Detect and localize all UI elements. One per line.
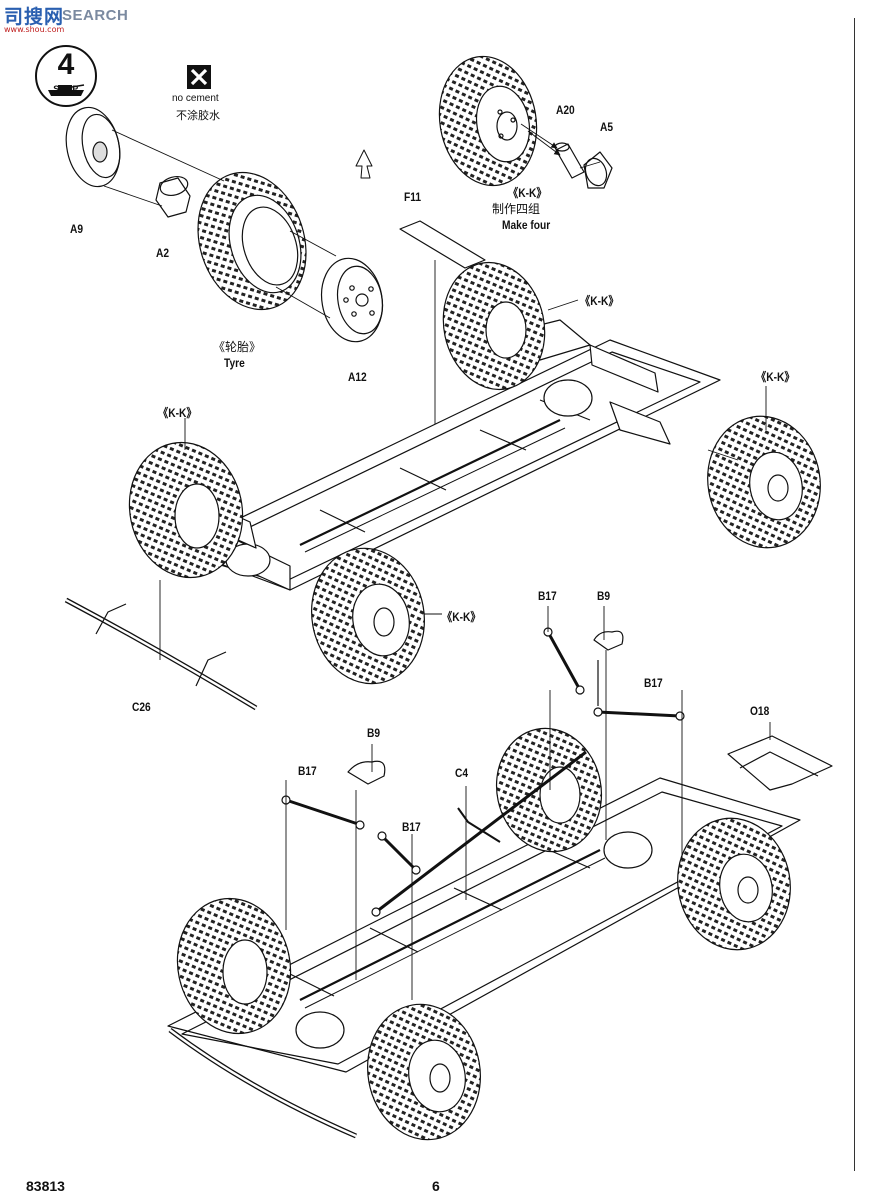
label-b17-4: B17 xyxy=(402,820,421,834)
wheel-group-cn: 制作四组 xyxy=(492,202,541,216)
label-b9-1: B9 xyxy=(597,589,611,603)
no-cement-icon xyxy=(186,64,212,90)
part-a2-hub xyxy=(155,175,191,218)
page-frame xyxy=(14,18,855,1171)
step-word: STEP xyxy=(53,84,79,94)
site-watermark: 司搜网 SEARCH www.shou.com xyxy=(4,2,164,34)
label-c26: C26 xyxy=(132,700,151,714)
wheel-top-right xyxy=(438,55,538,187)
lower-wheel-rear-right xyxy=(677,817,791,951)
chassis-wheel-rear-right xyxy=(707,415,821,549)
label-b9-2: B9 xyxy=(367,726,381,740)
label-b17-3: B17 xyxy=(298,764,317,778)
part-f11-plate xyxy=(399,220,486,269)
part-a20-shaft xyxy=(554,142,585,179)
watermark-brand: SEARCH xyxy=(62,7,129,24)
label-kk-1: 《K-K》 xyxy=(580,294,619,308)
label-o18: O18 xyxy=(750,704,770,718)
part-c26-bumper xyxy=(64,580,258,711)
tyre-label: Tyre xyxy=(224,356,245,370)
tyre-label-cn: 《轮胎》 xyxy=(213,340,262,354)
no-cement-label-cn: 不涂胶水 xyxy=(176,109,220,122)
wheel-a12-rim xyxy=(320,257,384,343)
watermark-url: www.shou.com xyxy=(4,25,65,34)
wheel-a9-rim xyxy=(65,106,121,188)
chassis-wheel-front-right xyxy=(311,547,442,685)
part-o18-plate xyxy=(727,735,833,791)
upper-chassis xyxy=(177,319,721,591)
footer-product-code: 83813 xyxy=(26,1178,65,1194)
step-badge-circle xyxy=(35,45,97,107)
label-f11: F11 xyxy=(404,190,422,204)
label-b17-2: B17 xyxy=(644,676,663,690)
step-number: 4 xyxy=(57,48,75,81)
tank-icon xyxy=(48,90,84,96)
part-a5-cap xyxy=(583,151,613,189)
watermark-logo: 司搜网 xyxy=(4,6,65,28)
label-a2: A2 xyxy=(156,246,170,260)
tyre-top xyxy=(197,171,307,311)
chassis-wheel-rear-left xyxy=(442,261,546,391)
lower-chassis xyxy=(167,777,801,1139)
chassis-wheel-front-left xyxy=(128,441,244,579)
label-a20: A20 xyxy=(556,103,575,117)
label-kk-4: 《K-K》 xyxy=(442,610,481,624)
footer-page-number: 6 xyxy=(432,1178,440,1194)
lower-wheel-front-right xyxy=(367,1003,481,1141)
label-b17-1: B17 xyxy=(538,589,557,603)
label-a12: A12 xyxy=(348,370,367,384)
label-kk-2: 《K-K》 xyxy=(756,370,795,384)
label-a9: A9 xyxy=(70,222,84,236)
step-badge: 4 STEP xyxy=(34,44,98,108)
label-c4: C4 xyxy=(455,766,469,780)
wheel-group-en: Make four xyxy=(502,218,551,232)
lower-wheel-front-left xyxy=(176,897,292,1035)
no-cement-label: no cement xyxy=(172,93,219,104)
wheel-group-ref: 《K-K》 xyxy=(508,186,547,200)
label-kk-3: 《K-K》 xyxy=(158,406,197,420)
leader-lines xyxy=(285,606,771,1000)
label-a5: A5 xyxy=(600,120,614,134)
